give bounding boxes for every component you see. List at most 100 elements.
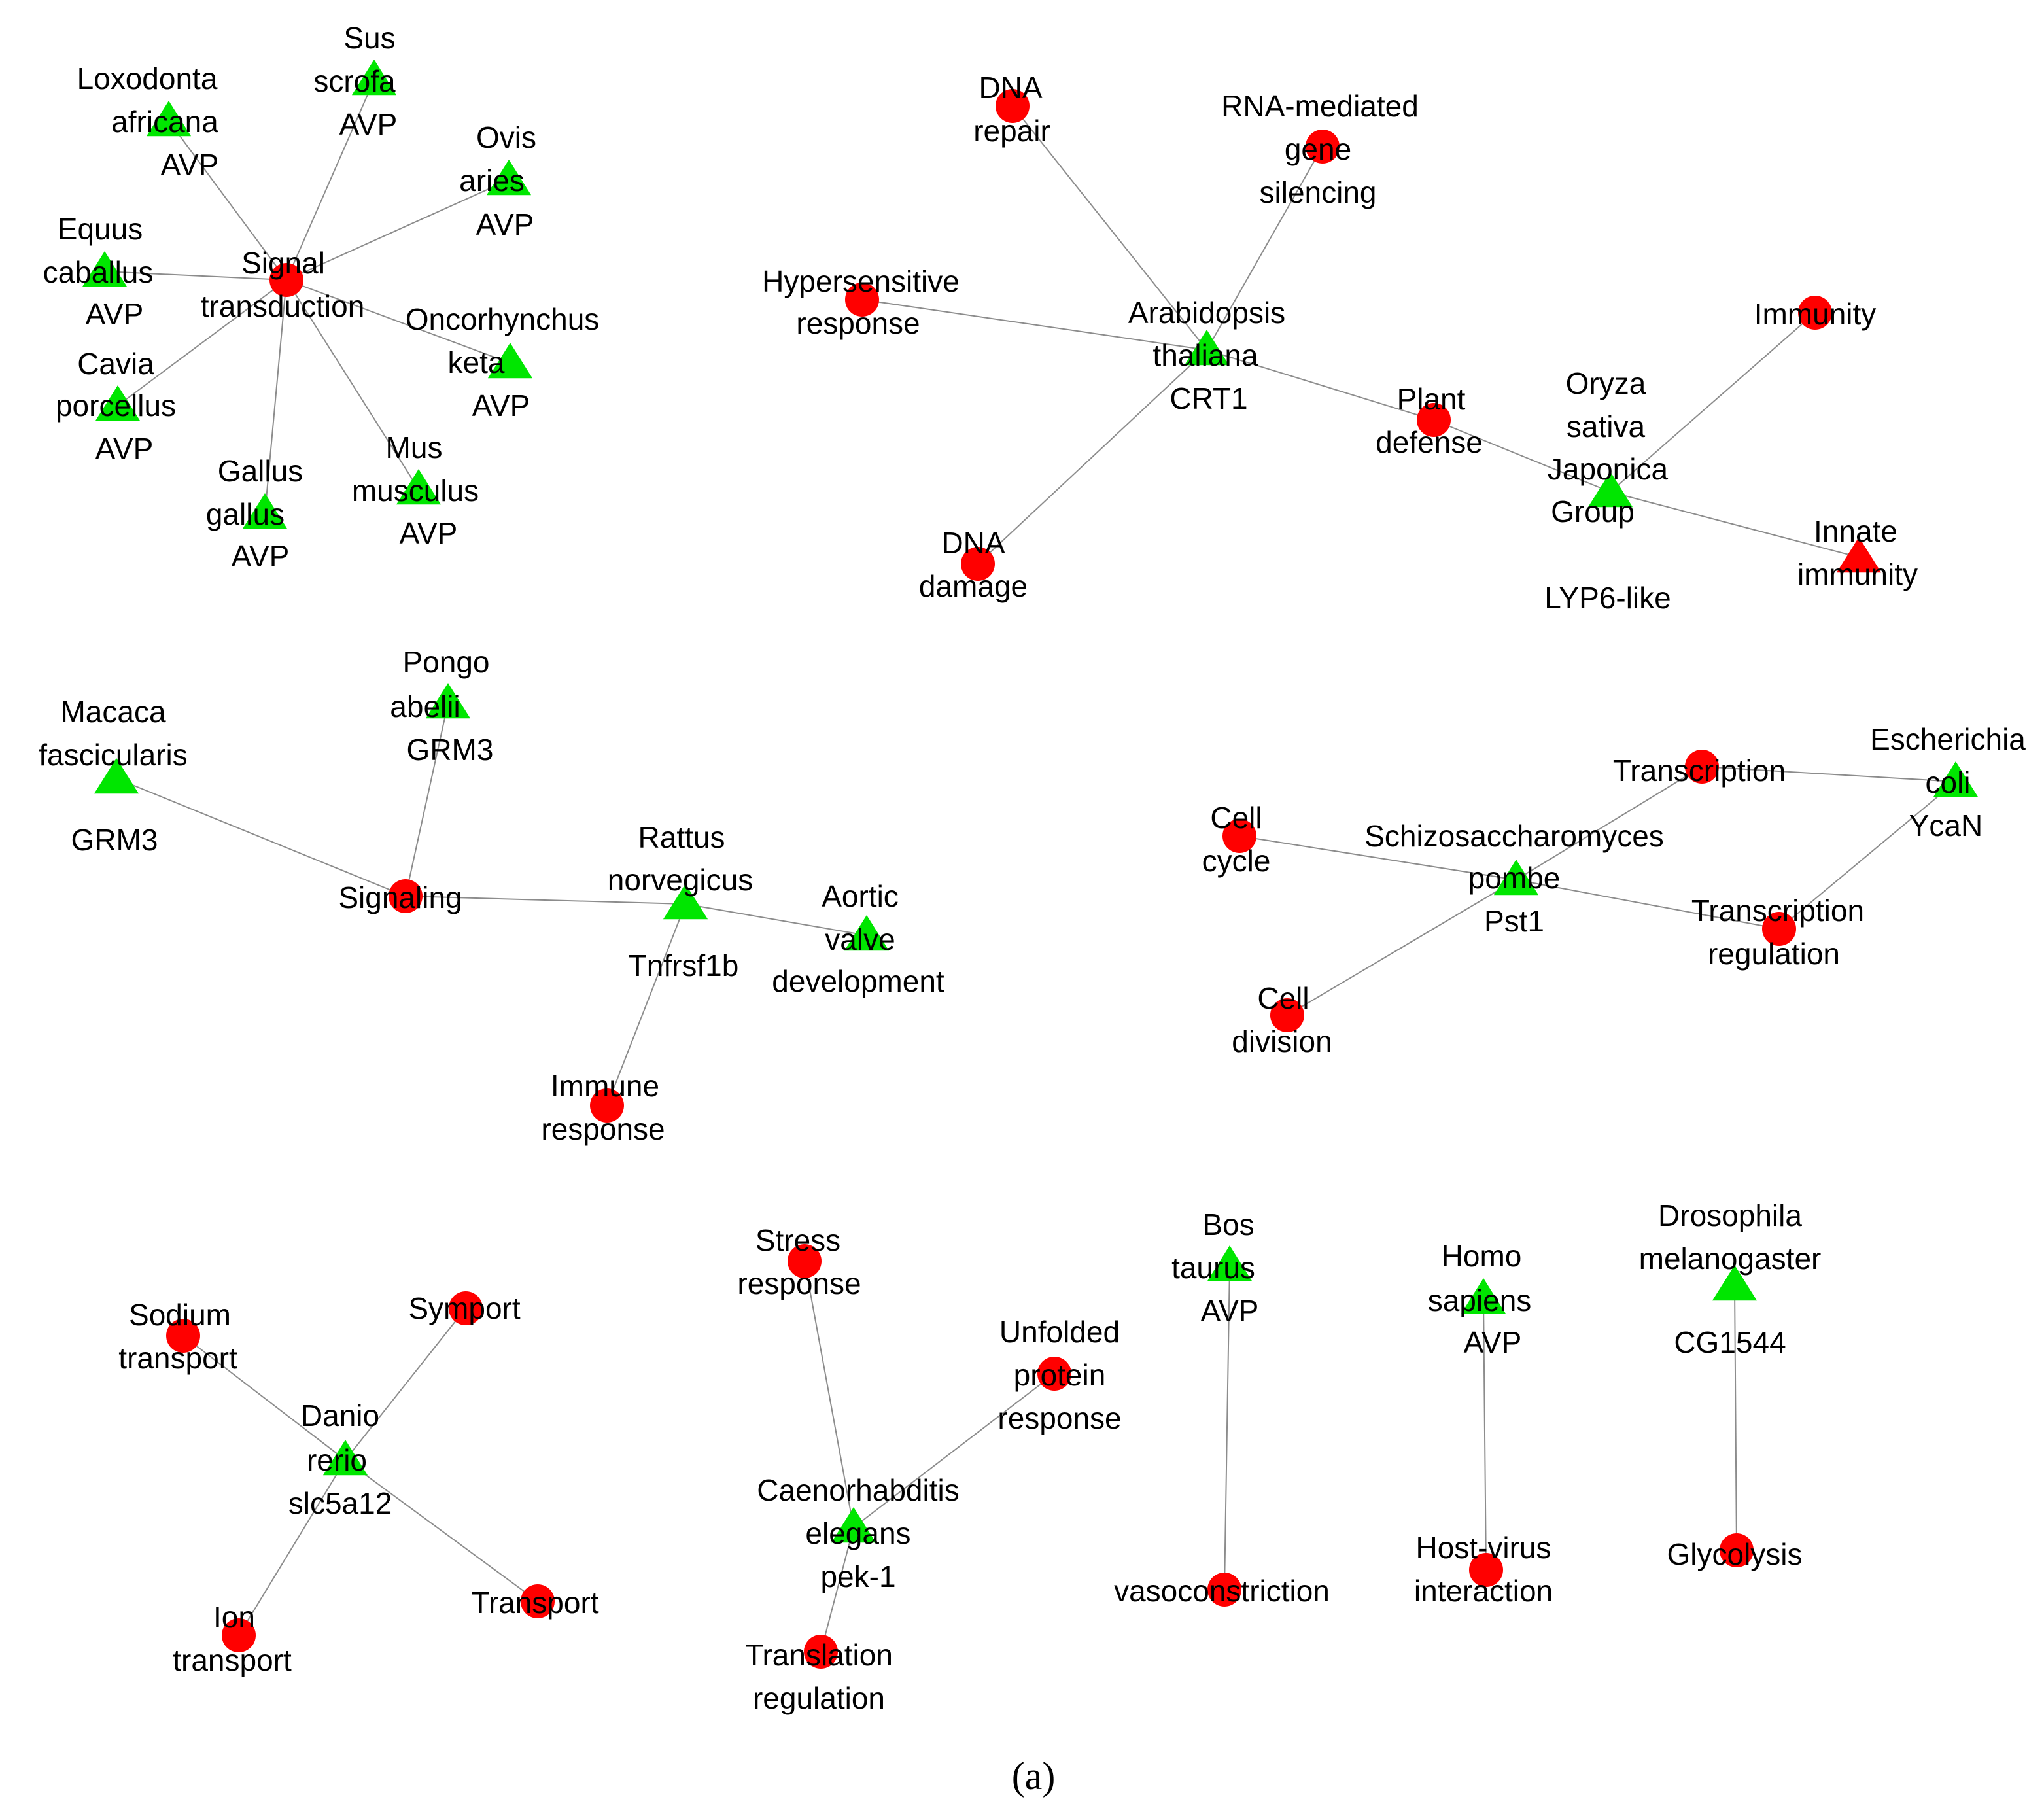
function-node-transcription-regulation[interactable] (1762, 912, 1796, 946)
function-node-immunity[interactable] (1798, 296, 1832, 330)
protein-node-gallus[interactable] (242, 493, 288, 529)
protein-node-cavia[interactable] (95, 385, 141, 421)
node-label-dna-damage-0: DNA (941, 526, 1005, 560)
node-label-cell-division-0: Cell (1257, 981, 1309, 1015)
function-node-vasoconstriction[interactable] (1207, 1573, 1241, 1607)
node-label-oryza-4: LYP6-like (1544, 581, 1671, 615)
protein-node-oncorhynchus[interactable] (487, 343, 533, 379)
node-label-arabidopsis-0: Arabidopsis (1128, 296, 1285, 330)
edge-signal-transduction-cavia (117, 279, 287, 406)
node-label-schizo-0: Schizosaccharomyces (1364, 819, 1664, 853)
node-label-gallus-2: AVP (232, 539, 290, 573)
function-node-signal-transduction[interactable] (269, 263, 303, 297)
node-label-loxodonta-2: AVP (161, 148, 219, 182)
node-label-stress-response-0: Stress (755, 1223, 840, 1257)
node-label-ovis-1: aries (459, 164, 525, 198)
protein-node-sus[interactable] (351, 60, 397, 96)
node-label-glycolysis-0: Glycolysis (1667, 1537, 1802, 1571)
edge-arabidopsis-plant-defense (1206, 349, 1434, 421)
node-label-bos-1: taurus (1171, 1251, 1255, 1285)
node-label-equus-0: Equus (58, 212, 143, 246)
node-label-innate-immunity-1: immunity (1797, 557, 1918, 591)
protein-node-drosophila[interactable] (1712, 1265, 1758, 1301)
node-label-cavia-2: AVP (95, 432, 154, 466)
node-label-danio-2: slc5a12 (288, 1486, 392, 1520)
function-node-plant-defense[interactable] (1417, 403, 1451, 437)
node-label-loxodonta-0: Loxodonta (77, 61, 218, 96)
function-node-sodium-transport[interactable] (166, 1319, 200, 1353)
edge-oryza-immunity (1610, 312, 1816, 493)
protein-node-caenorhabditis[interactable] (831, 1507, 876, 1543)
protein-node-danio[interactable] (322, 1440, 368, 1476)
node-label-aortic-1: valve (825, 922, 895, 956)
node-label-cell-cycle-1: cycle (1202, 844, 1271, 878)
function-node-cell-cycle[interactable] (1222, 819, 1256, 853)
function-node-glycolysis[interactable] (1720, 1533, 1754, 1567)
edge-layer (104, 79, 1956, 1652)
protein-node-ovis[interactable] (486, 160, 532, 196)
edge-plant-defense-oryza (1433, 419, 1611, 493)
node-label-arabidopsis-1: thaliana (1152, 338, 1258, 372)
function-node-stress-response[interactable] (788, 1244, 822, 1278)
function-node-signaling[interactable] (389, 879, 423, 913)
function-node-transcription[interactable] (1685, 750, 1719, 784)
node-label-immunity-0: Immunity (1754, 297, 1877, 331)
node-label-macaca-1: fascicularis (39, 738, 188, 772)
edge-arabidopsis-dna-damage (977, 349, 1207, 565)
figure-caption: (a) (1012, 1754, 1056, 1798)
function-node-immune-response[interactable] (590, 1088, 624, 1123)
function-node-cell-division[interactable] (1270, 998, 1304, 1032)
protein-node-schizo[interactable] (1493, 860, 1539, 896)
edge-caenorhabditis-translation-regulation (820, 1527, 854, 1652)
node-label-signal-transduction-1: transduction (201, 289, 365, 323)
edge-bos-vasoconstriction (1224, 1265, 1230, 1590)
protein-node-mus[interactable] (396, 469, 442, 505)
node-label-gallus-0: Gallus (218, 454, 303, 488)
node-label-bos-2: AVP (1201, 1294, 1259, 1328)
node-label-danio-0: Danio (301, 1399, 379, 1433)
node-label-rna-silencing-0: RNA-mediated (1221, 89, 1419, 123)
node-label-oryza-3: Group (1551, 495, 1635, 529)
node-label-gallus-1: gallus (206, 497, 285, 531)
node-label-ovis-2: AVP (476, 207, 534, 241)
node-label-vasoconstriction-0: vasoconstriction (1114, 1574, 1330, 1608)
protein-node-escherichia[interactable] (1933, 761, 1979, 797)
function-node-transport[interactable] (521, 1584, 555, 1618)
protein-node-bos[interactable] (1207, 1245, 1253, 1281)
function-node-unfolded-protein[interactable] (1037, 1357, 1071, 1391)
function-node-ion-transport[interactable] (222, 1618, 256, 1652)
protein-node-loxodonta[interactable] (146, 101, 192, 137)
protein-node-innate-immunity[interactable] (1836, 537, 1882, 573)
node-label-sus-2: AVP (339, 107, 398, 141)
function-node-translation-regulation[interactable] (804, 1635, 838, 1669)
protein-node-macaca[interactable] (94, 758, 139, 794)
protein-node-oryza[interactable] (1587, 472, 1633, 508)
protein-node-rattus[interactable] (663, 884, 708, 920)
node-label-transcription-0: Transcription (1613, 754, 1786, 788)
protein-node-pongo[interactable] (425, 683, 471, 719)
node-label-oryza-0: Oryza (1566, 366, 1646, 400)
function-node-symport[interactable] (449, 1291, 483, 1325)
edge-arabidopsis-dna-repair (1012, 105, 1207, 351)
function-node-dna-repair[interactable] (996, 89, 1030, 123)
edge-signal-transduction-mus (286, 279, 419, 490)
protein-node-arabidopsis[interactable] (1184, 330, 1230, 366)
function-node-rna-silencing[interactable] (1306, 130, 1340, 164)
edge-caenorhabditis-stress-response (804, 1261, 854, 1528)
function-node-dna-damage[interactable] (961, 547, 995, 581)
node-label-arabidopsis-2: CRT1 (1169, 381, 1247, 415)
node-label-cell-cycle-0: Cell (1210, 801, 1262, 835)
node-label-drosophila-2: CG1544 (1674, 1325, 1786, 1359)
node-label-homo-1: sapiens (1428, 1283, 1532, 1317)
function-node-hypersensitive[interactable] (845, 283, 879, 317)
edge-signal-transduction-sus (286, 79, 375, 281)
node-label-sodium-transport-0: Sodium (129, 1298, 231, 1332)
protein-node-homo[interactable] (1461, 1278, 1506, 1314)
function-node-host-virus[interactable] (1469, 1553, 1503, 1587)
protein-node-equus[interactable] (82, 251, 128, 287)
node-label-cavia-1: porcellus (56, 389, 176, 423)
node-label-immune-response-0: Immune (551, 1069, 659, 1103)
node-label-pongo-2: GRM3 (407, 733, 494, 767)
protein-node-aortic[interactable] (844, 915, 890, 951)
edge-homo-host-virus (1483, 1298, 1487, 1571)
